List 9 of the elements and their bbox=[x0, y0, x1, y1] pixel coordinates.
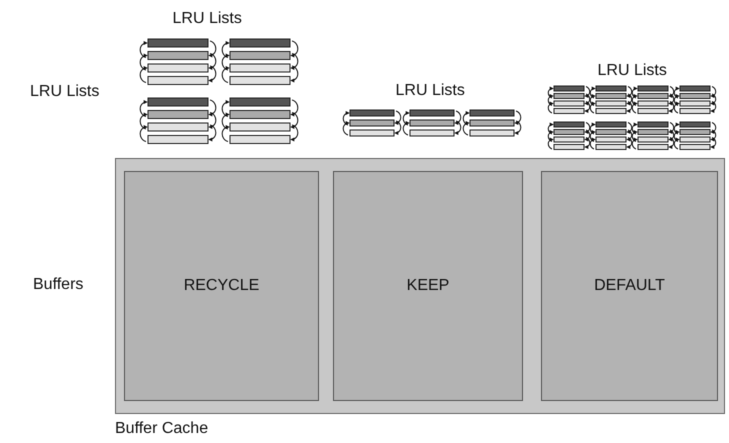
list-heading: LRU Lists bbox=[30, 83, 100, 101]
buffer-pool-box: RECYCLE bbox=[124, 171, 319, 401]
buffer-pool-box: DEFAULT bbox=[541, 171, 718, 401]
panel-caption: Buffer Cache bbox=[115, 420, 208, 438]
list-heading: LRU Lists bbox=[598, 62, 667, 80]
row-label: Buffers bbox=[33, 276, 84, 294]
list-heading: LRU Lists bbox=[172, 10, 242, 28]
list-heading: LRU Lists bbox=[396, 82, 465, 100]
buffer-pool-box: KEEP bbox=[333, 171, 523, 401]
